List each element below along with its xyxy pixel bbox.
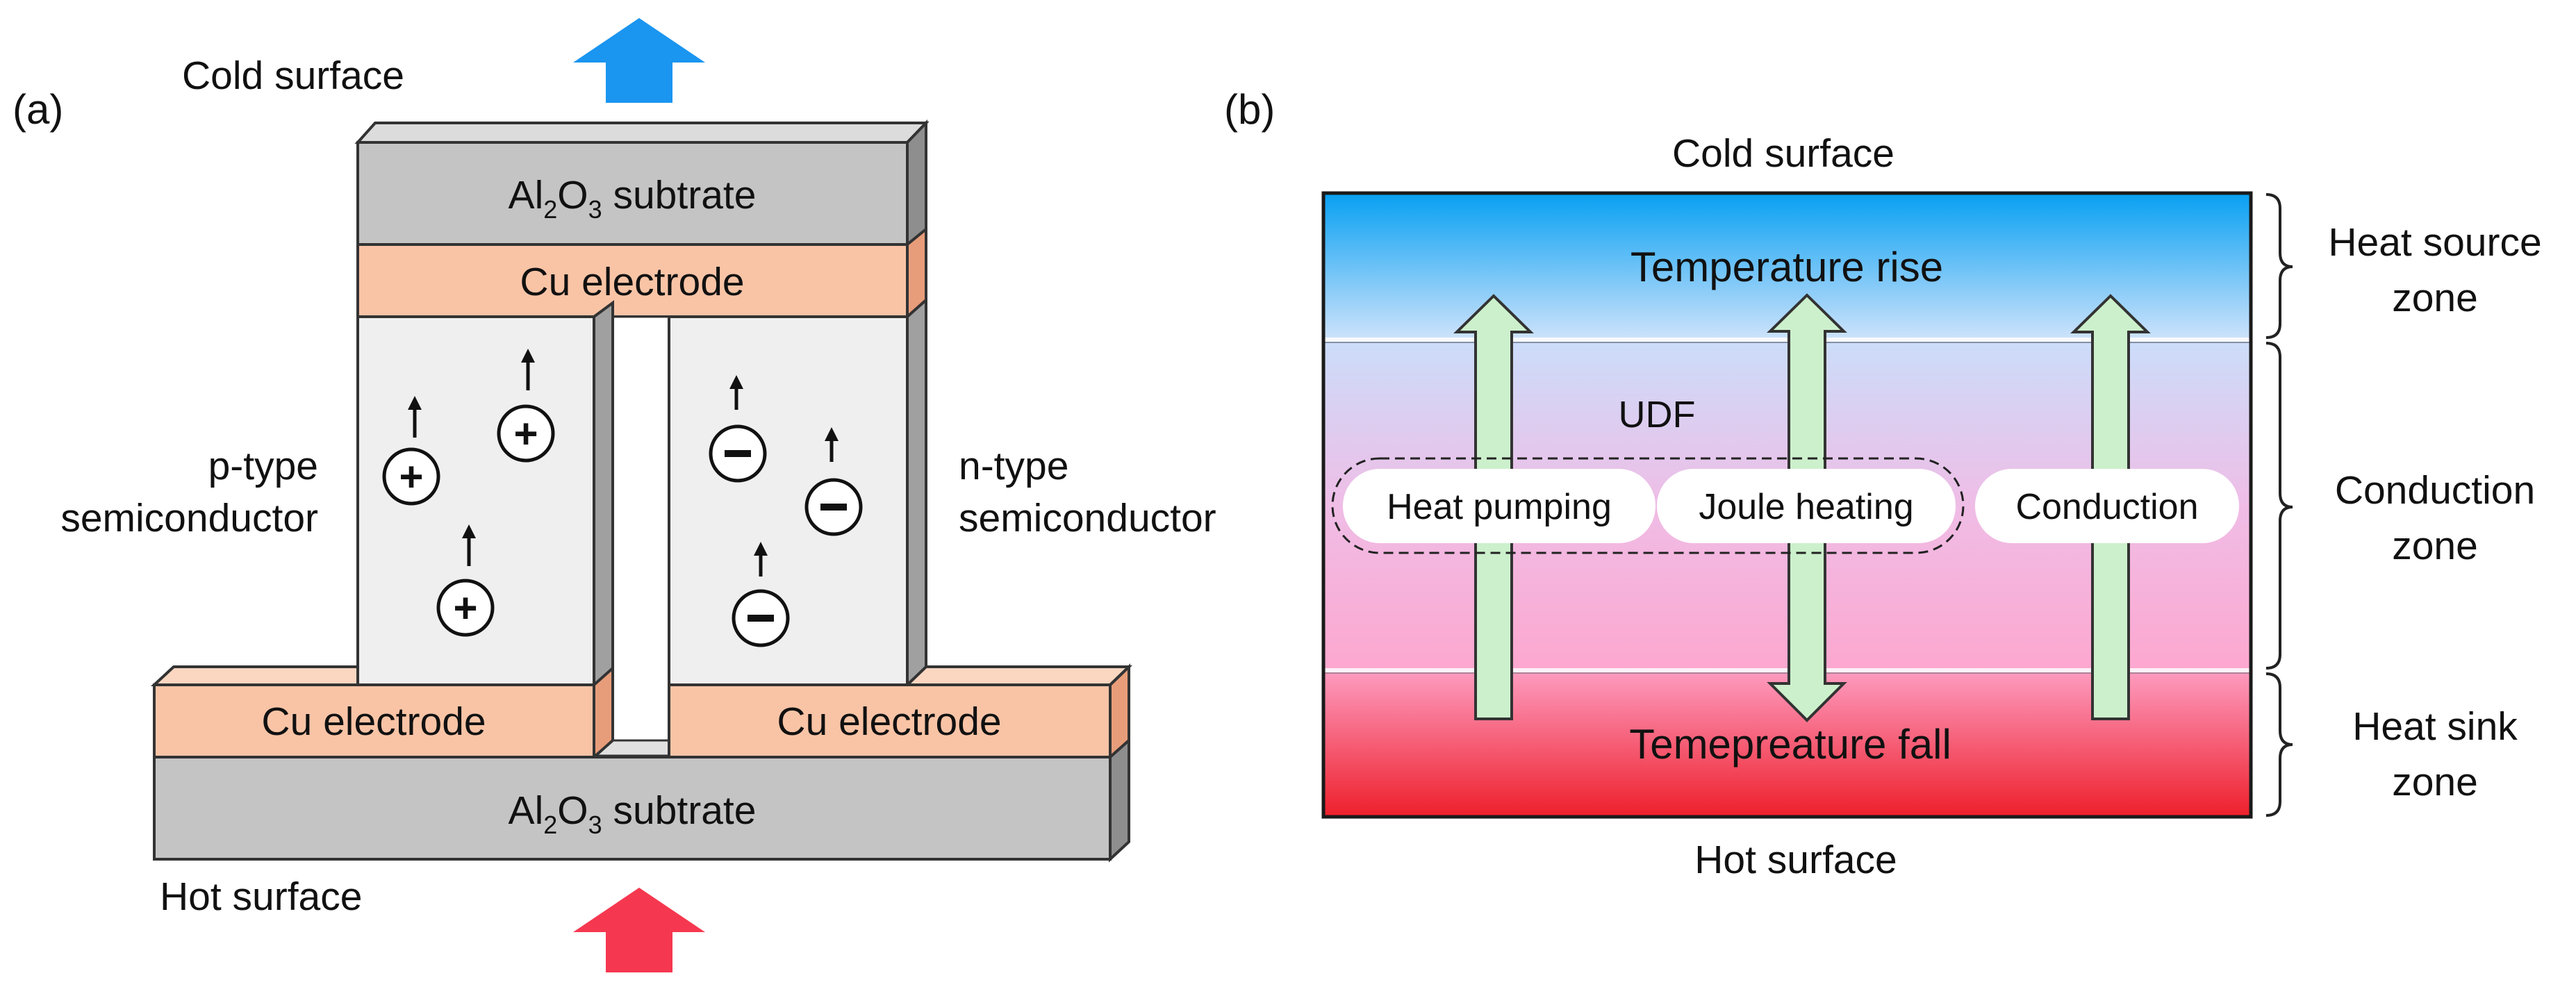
- joule-heating-label: Joule heating: [1699, 487, 1913, 527]
- heat-sink-zone-label: Heat sink: [2352, 704, 2518, 749]
- bottom-right-electrode: Cu electrode: [668, 663, 1132, 761]
- bottom-substrate: Al2O3 subtrate: [153, 737, 1130, 863]
- electron-carrier: [804, 427, 863, 536]
- cold-surface-label-b: Cold surface: [1672, 131, 1894, 176]
- hole-carriers: + + +: [382, 349, 555, 637]
- cold-arrow: [573, 18, 705, 103]
- temperature-fall-label: Temepreature fall: [1629, 721, 1951, 768]
- n-type-leg: [668, 297, 927, 688]
- p-type-label: p-type: [208, 444, 318, 488]
- hot-surface-label-b: Hot surface: [1694, 838, 1897, 882]
- heat-pumping-label: Heat pumping: [1387, 487, 1612, 527]
- electron-carrier: [709, 375, 767, 483]
- top-electrode: Cu electrode: [356, 226, 927, 320]
- hole-carrier: +: [497, 349, 555, 463]
- bottom-right-electrode-label: Cu electrode: [777, 699, 1001, 744]
- hot-arrow: [573, 888, 705, 972]
- heat-sink-zone-label-line2: zone: [2392, 760, 2478, 804]
- heat-source-zone-label-line2: zone: [2392, 276, 2478, 320]
- electron-carrier: [732, 542, 790, 647]
- p-type-label-line2: semiconductor: [60, 496, 318, 540]
- temperature-rise-label: Temperature rise: [1630, 244, 1943, 290]
- electron-carriers: [709, 375, 863, 647]
- svg-text:+: +: [399, 454, 423, 500]
- hole-carrier: +: [436, 524, 495, 637]
- bottom-left-electrode: Cu electrode: [150, 665, 614, 761]
- top-substrate: Al2O3 subtrate: [354, 119, 930, 248]
- bottom-substrate-label: Al2O3 subtrate: [509, 788, 757, 839]
- panel-b: (b) Cold surface Temperature rise UDF He…: [1224, 86, 2542, 882]
- conduction-pill: [1975, 469, 2239, 543]
- top-substrate-label: Al2O3 subtrate: [509, 173, 757, 224]
- svg-text:+: +: [453, 585, 477, 631]
- n-type-label-line2: semiconductor: [959, 496, 1216, 540]
- udf-enclosure: [1331, 457, 1965, 554]
- panel-a-label: (a): [13, 86, 63, 133]
- bottom-left-electrode-label: Cu electrode: [261, 699, 486, 744]
- heat-pumping-pill: [1343, 469, 1656, 543]
- gradient-box-frame: [1321, 191, 2253, 819]
- hole-carrier: +: [382, 396, 440, 506]
- conduction-zone-label: Conduction: [2335, 468, 2535, 513]
- joule-heating-pill: [1657, 469, 1956, 543]
- conduction-brace: [2265, 342, 2293, 670]
- heat-source-brace: [2265, 193, 2293, 339]
- conduction-label: Conduction: [2015, 487, 2198, 527]
- heat-source-zone-label: Heat source: [2328, 220, 2541, 265]
- panel-a: (a) Cold surface Al2O3 subtrate Cu elect…: [13, 18, 1216, 972]
- hot-surface-label-a: Hot surface: [160, 874, 362, 919]
- top-electrode-label: Cu electrode: [520, 260, 744, 304]
- panel-b-label: (b): [1224, 86, 1275, 133]
- cold-surface-label-a: Cold surface: [182, 53, 404, 98]
- n-type-label: n-type: [959, 444, 1068, 488]
- conduction-zone-label-line2: zone: [2392, 524, 2478, 568]
- heat-sink-brace: [2265, 672, 2293, 817]
- udf-label: UDF: [1619, 394, 1696, 436]
- svg-text:+: +: [513, 410, 538, 457]
